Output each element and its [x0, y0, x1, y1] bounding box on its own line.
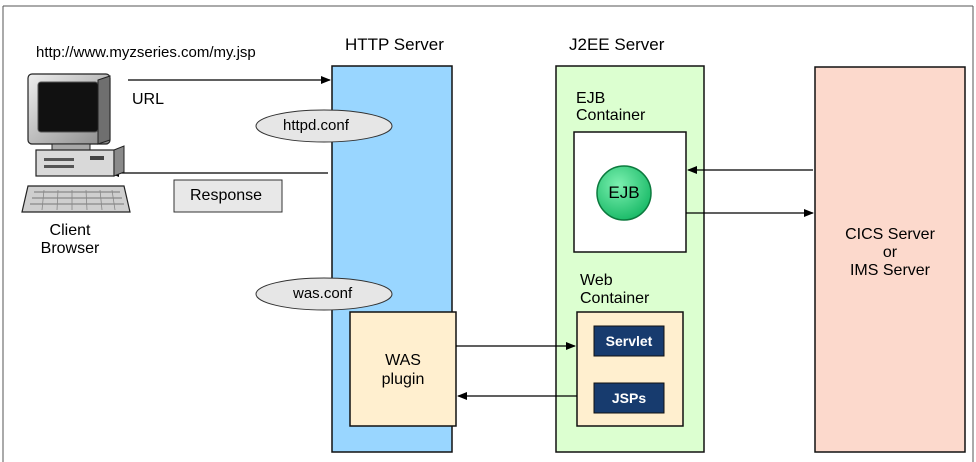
http-server-title: HTTP Server — [345, 35, 444, 54]
jsps-box — [593, 382, 665, 414]
computer-icon — [21, 73, 131, 213]
response-label: Response — [190, 187, 263, 204]
ejb-label: EJB — [608, 183, 640, 202]
was-plugin-box — [349, 311, 457, 427]
backend-label-line1: CICS Server — [845, 226, 935, 243]
client-label-line1: Client — [49, 222, 91, 239]
httpd-conf-ellipse — [255, 109, 393, 143]
web-container-label-line1: Web — [580, 272, 613, 289]
jsps-label: JSPs — [611, 390, 647, 406]
ejb-container-label-line2: Container — [576, 107, 646, 124]
j2ee-server-title: J2EE Server — [569, 35, 665, 54]
client-label-line2: Browser — [40, 240, 100, 257]
ejb-circle — [596, 165, 652, 221]
web-container-label-line2: Container — [580, 290, 650, 307]
httpd-conf-label: httpd.conf — [283, 117, 349, 134]
was-plugin-label-line2: plugin — [381, 371, 425, 388]
servlet-label: Servlet — [605, 333, 653, 349]
ejb-container-label-line1: EJB — [576, 90, 606, 107]
was-plugin-label-line1: WAS — [385, 352, 421, 369]
was-conf-ellipse — [255, 277, 393, 311]
url-text: http://www.myzseries.com/my.jsp — [36, 44, 256, 61]
was-conf-label: was.conf — [293, 285, 353, 302]
backend-label-line3: IMS Server — [849, 262, 930, 279]
url-label: URL — [132, 91, 165, 108]
backend-label-line2: or — [882, 244, 898, 261]
response-box — [173, 179, 283, 213]
servlet-box — [593, 325, 665, 357]
backend-server-box — [814, 66, 966, 453]
